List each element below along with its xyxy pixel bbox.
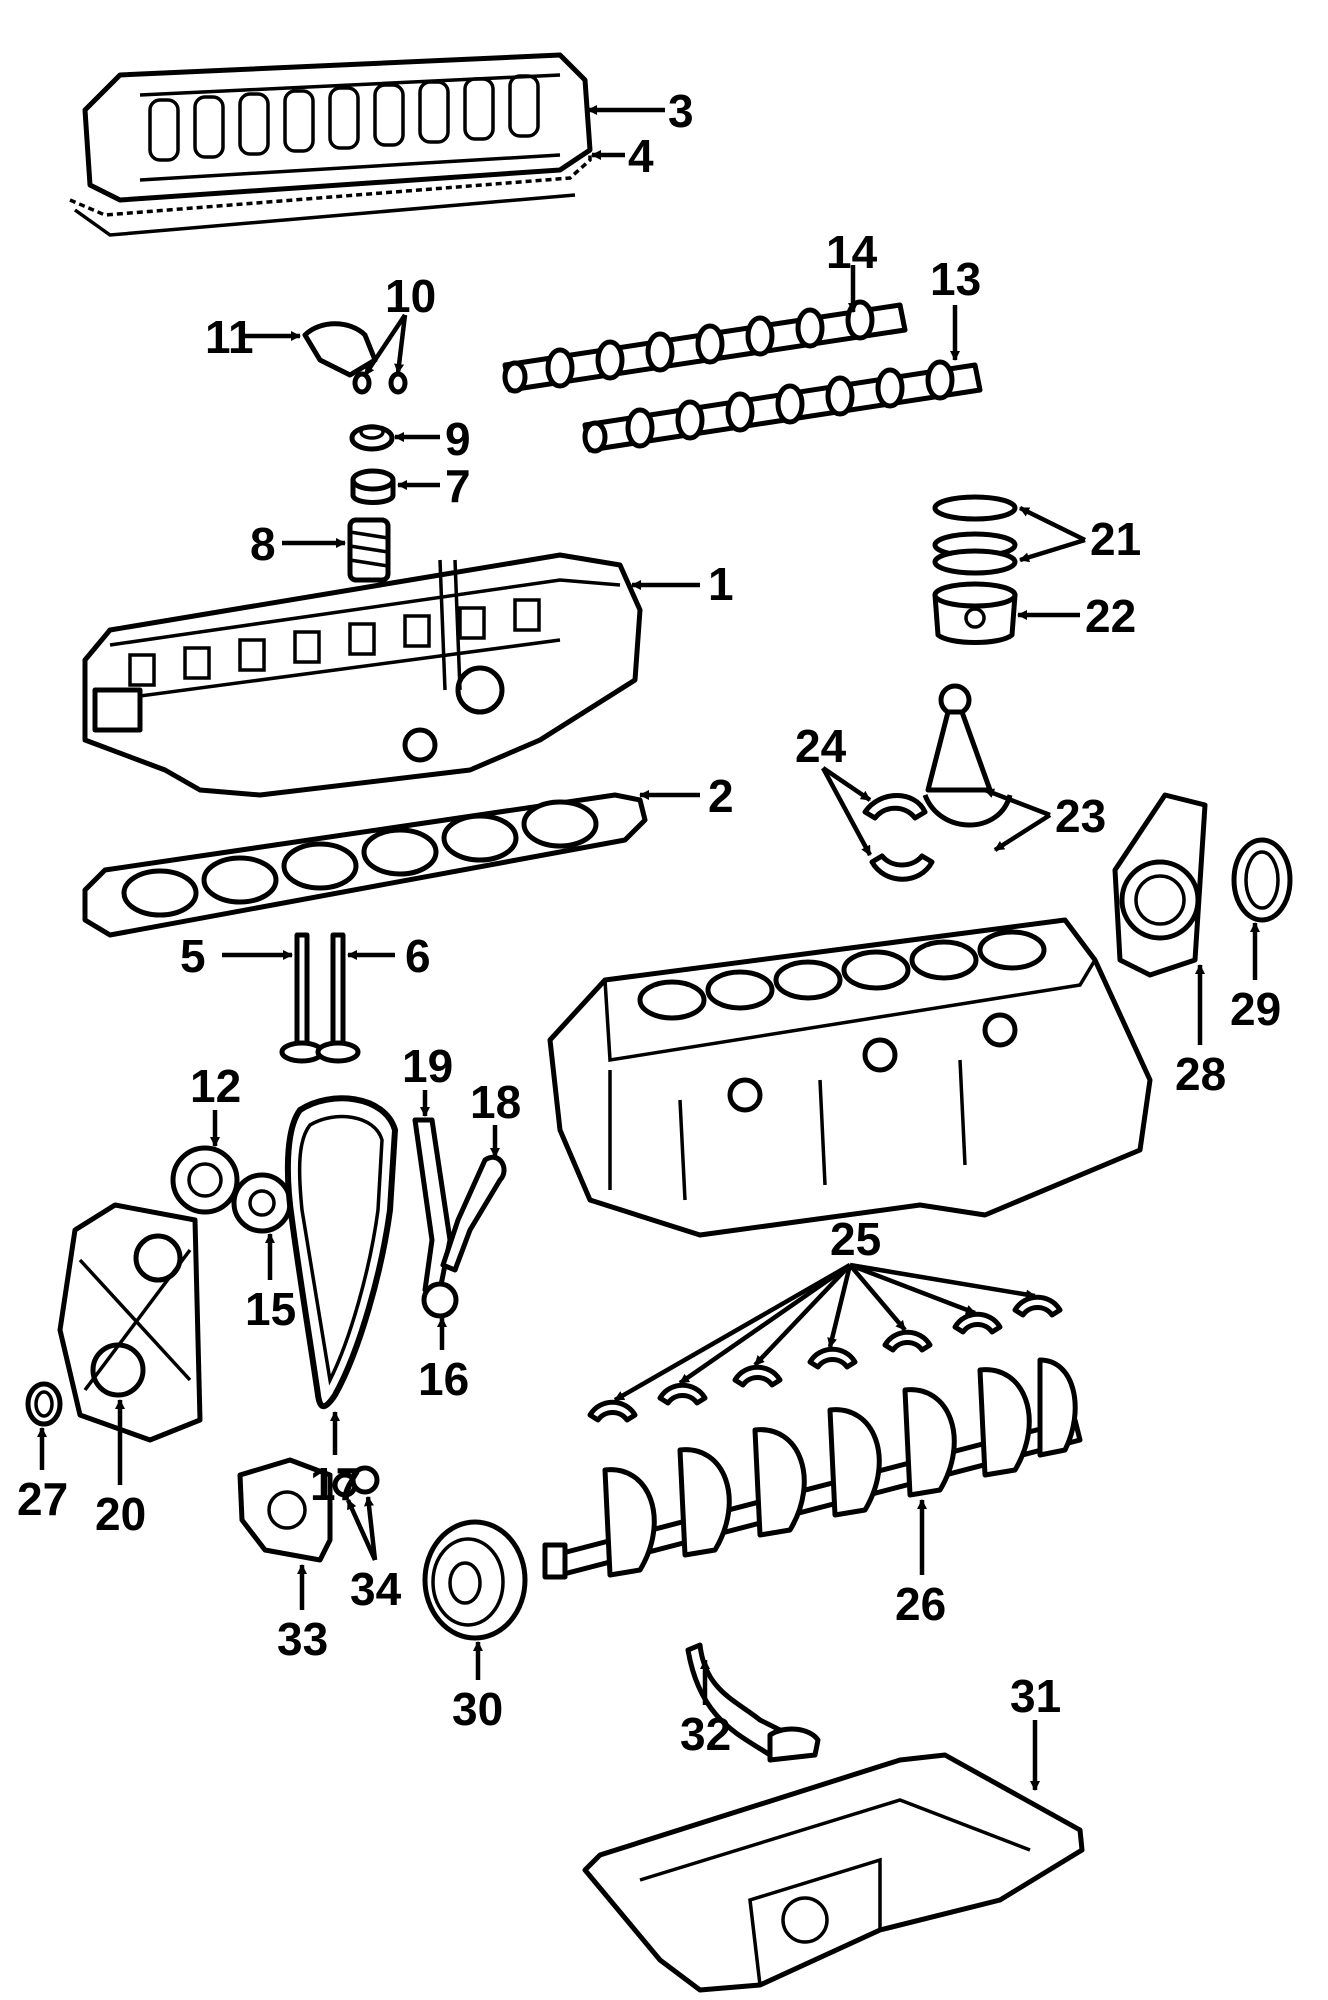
callout-14: 14	[826, 226, 878, 278]
crankshaft	[542, 1357, 1083, 1580]
callout-33: 33	[277, 1613, 328, 1665]
callout-34: 34	[350, 1563, 402, 1615]
oil-pan	[582, 1752, 1085, 1993]
valve-stem-seal	[350, 468, 396, 505]
callout-17: 17	[310, 1458, 361, 1510]
spring-retainer	[349, 424, 395, 452]
callout-15: 15	[245, 1283, 296, 1335]
callout-29: 29	[1230, 983, 1281, 1035]
valve-keepers	[352, 371, 408, 395]
callout-18: 18	[470, 1076, 521, 1128]
engine-block	[547, 917, 1153, 1238]
rocker-arm	[302, 321, 378, 378]
callout-1: 1	[708, 558, 734, 610]
callout-24: 24	[795, 720, 847, 772]
callout-5: 5	[180, 930, 206, 982]
rod-bearings	[862, 793, 935, 882]
callout-26: 26	[895, 1578, 946, 1630]
callout-8: 8	[250, 518, 276, 570]
callout-32: 32	[680, 1708, 731, 1760]
crank-sprocket	[421, 1281, 459, 1319]
callout-13: 13	[930, 253, 981, 305]
tensioner-rail	[440, 1155, 507, 1273]
piston-rings	[932, 494, 1018, 576]
callout-27: 27	[17, 1473, 68, 1525]
callout-11: 11	[205, 311, 254, 363]
oil-pump	[237, 1457, 333, 1563]
callout-23: 23	[1055, 790, 1106, 842]
callout-12: 12	[190, 1060, 241, 1112]
oil-pickup-tube	[685, 1642, 821, 1763]
callout-2: 2	[708, 770, 734, 822]
cam-sprocket	[231, 1172, 293, 1234]
piston	[932, 581, 1018, 645]
harmonic-balancer	[422, 1519, 528, 1641]
callout-6: 6	[405, 930, 431, 982]
timing-chain	[284, 1095, 399, 1410]
callout-10: 10	[385, 270, 436, 322]
connecting-rod	[922, 683, 1013, 828]
cylinder-head	[82, 552, 643, 798]
leader-lines	[37, 105, 1260, 1791]
callout-28: 28	[1175, 1048, 1226, 1100]
rear-seal-retainer	[1112, 792, 1208, 978]
callout-21: 21	[1090, 513, 1141, 565]
callout-4: 4	[628, 130, 654, 182]
rear-main-seal	[1231, 837, 1293, 923]
exhaust-valve	[315, 932, 361, 1064]
callout-16: 16	[418, 1353, 469, 1405]
valve-spring	[347, 517, 391, 583]
front-crank-seal	[25, 1381, 63, 1427]
callout-25: 25	[830, 1213, 881, 1265]
callout-7: 7	[445, 460, 471, 512]
callout-9: 9	[445, 413, 471, 465]
camshaft-intake	[502, 299, 908, 394]
valve-cover-gasket	[69, 150, 592, 237]
callout-20: 20	[95, 1488, 146, 1540]
callout-31: 31	[1010, 1670, 1061, 1722]
camshaft-exhaust	[582, 359, 983, 454]
valve-cover	[82, 52, 593, 203]
callout-3: 3	[668, 85, 694, 137]
callout-labels: 1 2 3 4 5 6 7 8 9 10 11 12 13 14 15 16 1…	[17, 85, 1281, 1760]
head-gasket	[82, 792, 648, 938]
timing-cover	[57, 1202, 203, 1443]
callout-30: 30	[452, 1683, 503, 1735]
callout-19: 19	[402, 1040, 453, 1092]
tensioner	[170, 1145, 240, 1215]
callout-22: 22	[1085, 590, 1136, 642]
o-rings	[332, 1465, 380, 1498]
